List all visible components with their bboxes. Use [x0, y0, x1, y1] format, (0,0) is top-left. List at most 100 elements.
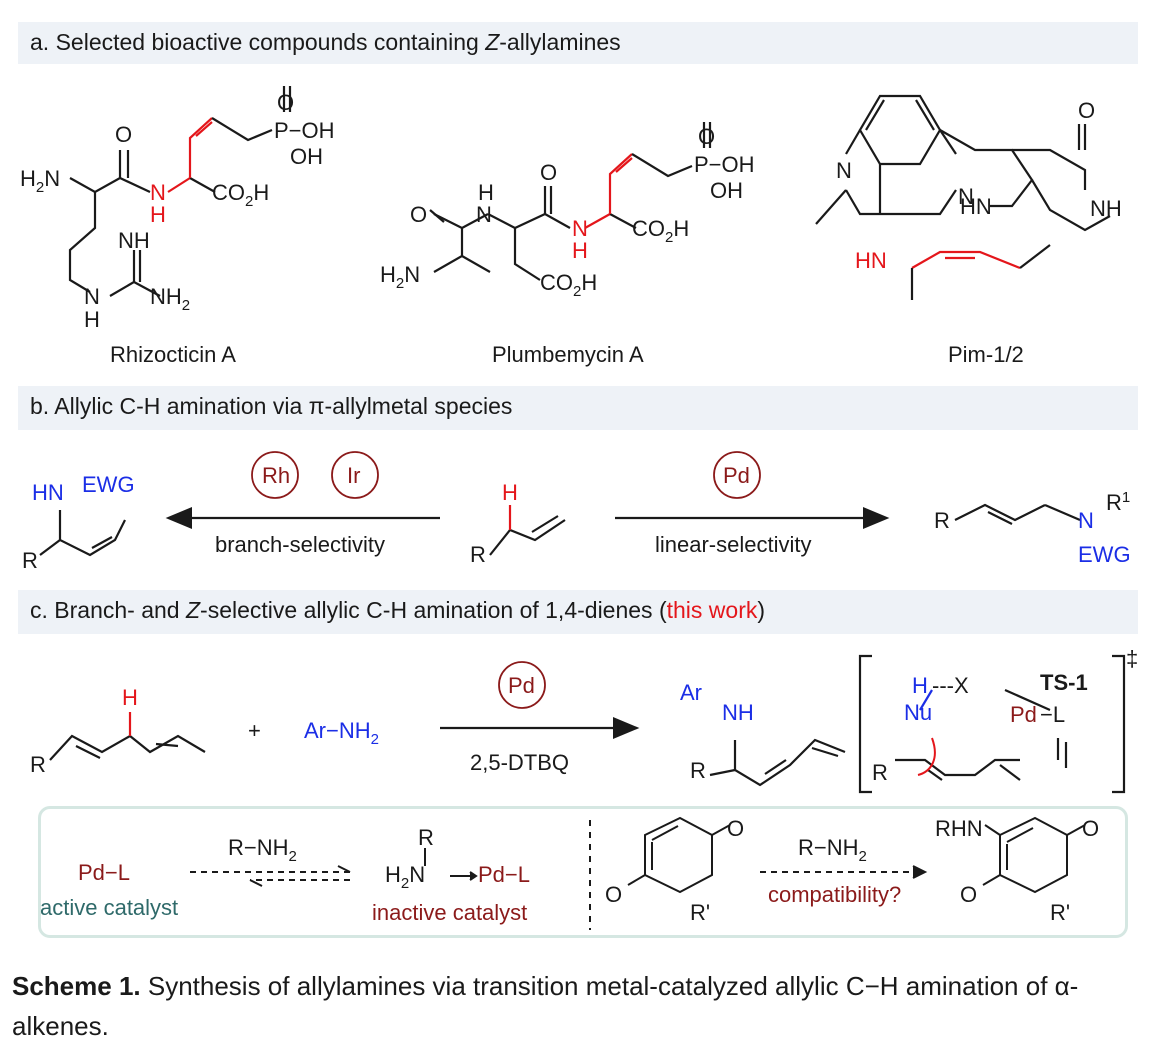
ewg-left: EWG	[82, 472, 135, 497]
section-c-title-mid: -selective allylic C-H amination of 1,4-…	[200, 597, 667, 623]
ir-circle	[331, 451, 379, 499]
section-a-header: a. Selected bioactive compounds containi…	[18, 22, 1138, 64]
ts-nu: Nu	[904, 700, 932, 725]
r-nh2-right: R−NH2	[798, 835, 867, 865]
plus-sign: +	[248, 718, 261, 743]
co2h-1: CO2H	[212, 180, 269, 210]
h-red-diene: H	[122, 685, 138, 710]
section-c-title-suffix: )	[757, 597, 766, 623]
oh-1: OH	[290, 144, 323, 169]
hn-pim: HN	[960, 194, 992, 219]
ar-product: Ar	[680, 680, 702, 705]
cat-rh: Rh	[262, 463, 290, 488]
bottom-panel-frame	[38, 806, 1128, 938]
cat-ir: Ir	[347, 463, 360, 488]
section-c-title: c. Branch- and	[30, 597, 186, 623]
carbonyl-o-2b: O	[540, 160, 557, 185]
p-oh-1: P−OH	[274, 118, 335, 143]
h2n-complex: H2N	[385, 862, 425, 892]
section-c-drawing	[49, 654, 1126, 794]
section-a-title-suffix: -allylamines	[499, 29, 621, 55]
nh-pim: NH	[1090, 196, 1122, 221]
caption-text: Synthesis of allylamines via transition …	[12, 971, 1079, 1041]
nh-red-2: N	[572, 216, 588, 241]
r-product: R	[690, 758, 706, 783]
hn-ewg-left: HN	[32, 480, 64, 505]
section-b-drawing	[39, 503, 1081, 557]
compound-label-plumbemycin: Plumbemycin A	[492, 342, 644, 367]
rhn-product: RHN	[935, 816, 983, 841]
inactive-catalyst-label: inactive catalyst	[372, 900, 527, 925]
h-red-center: H	[502, 480, 518, 505]
section-c-this-work: this work	[666, 597, 758, 623]
nh-product: NH	[722, 700, 754, 725]
pim-structure	[815, 94, 1111, 300]
rh-circle	[251, 451, 299, 499]
pd-l-active: Pd−L	[78, 860, 130, 885]
section-c-title-italic: Z	[185, 597, 201, 623]
plumbemycin-structure	[429, 122, 712, 281]
ts-r: R	[872, 760, 888, 785]
quinone-o-top-left: O	[727, 816, 744, 841]
ts-curved-arrow	[917, 737, 936, 776]
ar-nh2: Ar−NH2	[304, 718, 379, 748]
nh-red-1-h: H	[150, 202, 166, 227]
nh-2a: H	[478, 180, 494, 205]
ewg-right: EWG	[1078, 542, 1131, 567]
cat-pd-c: Pd	[508, 673, 535, 698]
quinone-o-bottom-left: O	[605, 882, 622, 907]
active-catalyst-label: active catalyst	[40, 895, 178, 920]
nh-guan-h: H	[84, 307, 100, 332]
p-o-2: O	[698, 124, 715, 149]
quinone-r-right: R'	[1050, 900, 1070, 925]
r-center: R	[470, 542, 486, 567]
branch-selectivity-label: branch-selectivity	[215, 532, 385, 557]
co2h-2: CO2H	[632, 216, 689, 246]
pd-l-inactive: Pd−L	[478, 862, 530, 887]
n-right: N	[1078, 508, 1094, 533]
nh-red-1: N	[150, 180, 166, 205]
compound-label-rhizocticin: Rhizocticin A	[110, 342, 236, 367]
hn-red-pim: HN	[855, 248, 887, 273]
cat-pd-b: Pd	[723, 463, 750, 488]
nh-guan: N	[84, 284, 100, 309]
pd-circle-c	[498, 661, 546, 709]
r-left: R	[22, 548, 38, 573]
r-right: R	[934, 508, 950, 533]
ts-l: −L	[1040, 702, 1065, 727]
n-2a: N	[476, 202, 492, 227]
section-a-title-italic: Z	[485, 29, 500, 55]
linear-selectivity-label: linear-selectivity	[655, 532, 812, 557]
ts-dashes: ---X	[932, 673, 969, 698]
quinone-o-top-right: O	[1082, 816, 1099, 841]
pd-circle-b	[713, 451, 761, 499]
section-c-header: c. Branch- and Z-selective allylic C-H a…	[18, 590, 1138, 634]
p-o-1: O	[277, 90, 294, 115]
ts-label: TS-1	[1040, 670, 1088, 695]
ts-double-dagger: ‡	[1126, 646, 1138, 671]
oh-2: OH	[710, 178, 743, 203]
o-pim: O	[1078, 98, 1095, 123]
ts-h: H	[912, 673, 928, 698]
h2n-2: H2N	[380, 262, 420, 292]
nh-imine: NH	[118, 228, 150, 253]
rhizocticin-structure	[68, 86, 292, 297]
nh2-guan: NH2	[150, 284, 190, 314]
quinone-o-bottom-right: O	[960, 882, 977, 907]
h2n-label: H2N	[20, 166, 60, 196]
scheme-caption: Scheme 1. Synthesis of allylamines via t…	[12, 966, 1142, 1046]
r1-right: R1	[1106, 489, 1130, 515]
section-a-title: a. Selected bioactive compounds containi…	[30, 29, 486, 55]
nh-red-2-h: H	[572, 238, 588, 263]
dtbq-label: 2,5-DTBQ	[470, 750, 569, 775]
section-b-header: b. Allylic C-H amination via π-allylmeta…	[18, 386, 1138, 430]
r-nh2-left: R−NH2	[228, 835, 297, 865]
caption-bold: Scheme 1.	[12, 971, 141, 1001]
carbonyl-o-2a: O	[410, 202, 427, 227]
p-oh-2: P−OH	[694, 152, 755, 177]
bottom-panel-drawing	[190, 816, 1086, 930]
section-b-title: b. Allylic C-H amination via π-allylmeta…	[30, 393, 513, 419]
n-pim-1: N	[836, 158, 852, 183]
r-on-amine: R	[418, 825, 434, 850]
